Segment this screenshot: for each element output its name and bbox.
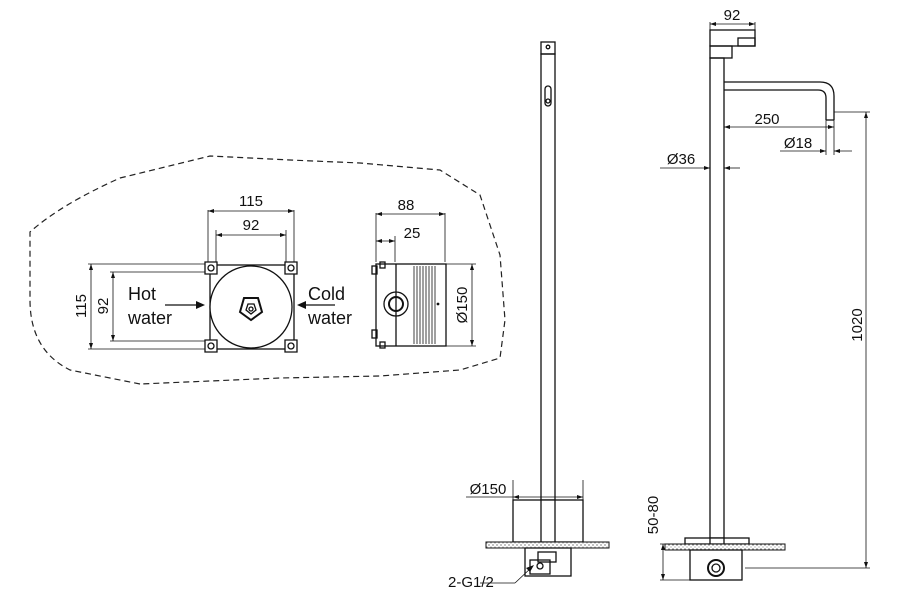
dim-box-front-depth: 25 (404, 225, 421, 242)
cold-sub-label: water (307, 308, 352, 328)
dim-column-diameter: Ø36 (667, 151, 695, 168)
faucet-side-view: 92 250 Ø18 Ø36 1020 (645, 7, 870, 581)
dim-box-depth: 88 (398, 197, 415, 214)
faucet-front-view: Ø150 2-G1/2 (448, 41, 610, 591)
dim-install-depth: 50-80 (645, 496, 662, 534)
box-front-view: 115 92 115 92 (73, 193, 298, 353)
dim-box-outer-width: 115 (239, 193, 263, 210)
dim-box-outer-height: 115 (73, 294, 90, 318)
floor-section-side (664, 543, 786, 551)
hot-label: Hot (128, 284, 156, 304)
box-side-view: 88 25 Ø150 (371, 197, 476, 349)
cold-label: Cold (308, 284, 345, 304)
dim-box-diameter: Ø150 (454, 287, 471, 324)
ribbed-section (413, 266, 436, 344)
dim-head-width: 92 (724, 7, 741, 24)
dim-box-inner-height: 92 (95, 298, 112, 315)
dim-spout-reach: 250 (754, 111, 779, 128)
connection-label: 2-G1/2 (448, 574, 494, 591)
cold-arrow-icon (297, 301, 306, 309)
dim-spout-diameter: Ø18 (784, 135, 812, 152)
hot-arrow-icon (196, 301, 205, 309)
dim-box-inner-width: 92 (243, 217, 260, 234)
hot-sub-label: water (127, 308, 172, 328)
dim-base-diameter: Ø150 (470, 481, 507, 498)
detail-callout-outline (29, 155, 506, 385)
floor-section (485, 541, 610, 549)
dim-total-height: 1020 (849, 308, 866, 341)
